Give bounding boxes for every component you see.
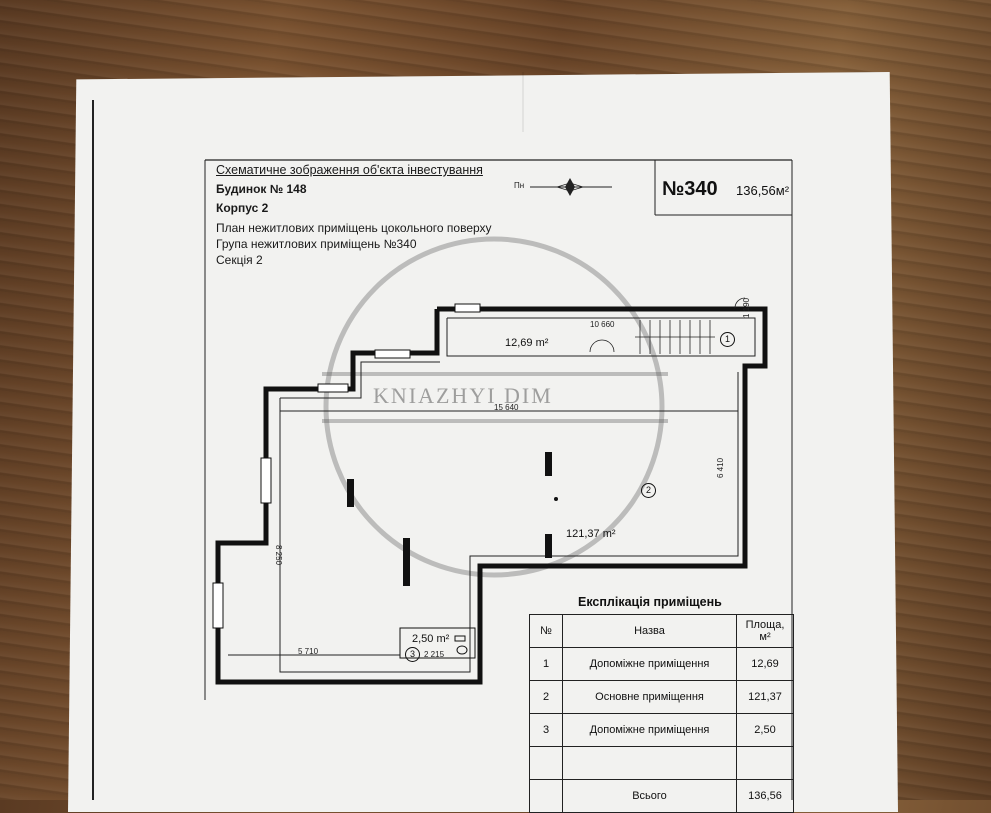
dimension-wc-width: 2 215: [424, 650, 445, 659]
document-title: Схематичне зображення об'єкта інвестуван…: [216, 163, 483, 177]
explication-title: Експлікація приміщень: [578, 595, 722, 609]
row-name: Всього: [562, 779, 737, 813]
dimension-right-height: 6 410: [716, 457, 725, 478]
row-number: 3: [529, 713, 563, 747]
north-arrow-icon: [530, 178, 612, 196]
row-name: [562, 746, 737, 780]
dimension-top-corridor: 10 660: [590, 320, 615, 329]
row-number: [529, 779, 563, 813]
row-number: [529, 746, 563, 780]
row-number: 1: [529, 647, 563, 681]
room-3-marker: 3: [405, 647, 420, 662]
row-area: [736, 746, 794, 780]
row-area: 2,50: [736, 713, 794, 747]
row-name: Допоміжне приміщення: [562, 647, 737, 681]
row-area: 136,56: [736, 779, 794, 813]
dimension-main-width: 15 640: [494, 403, 519, 412]
header-area: Площа, м²: [736, 614, 794, 648]
room-2-area: 121,37 m²: [566, 528, 616, 540]
table-header-row: № Назва Площа, м²: [529, 614, 794, 648]
group-description: Група нежитлових приміщень №340: [216, 237, 417, 251]
dimension-corridor-height: 1 190: [742, 297, 751, 318]
table-row: 2 Основне приміщення 121,37: [529, 680, 794, 714]
room-1-marker: 1: [720, 332, 735, 347]
dimension-left-height: 8 250: [274, 545, 283, 566]
table-row-total: Всього 136,56: [529, 779, 794, 813]
north-label: Пн: [514, 181, 525, 190]
room-3-area: 2,50 m²: [412, 633, 450, 645]
room-1-area: 12,69 m²: [505, 337, 549, 349]
unit-number: №340: [662, 178, 718, 200]
row-name: Основне приміщення: [562, 680, 737, 714]
row-name: Допоміжне приміщення: [562, 713, 737, 747]
table-row: 3 Допоміжне приміщення 2,50: [529, 713, 794, 747]
room-2-marker: 2: [641, 483, 656, 498]
sheet-edge-line: [92, 100, 94, 800]
row-number: 2: [529, 680, 563, 714]
paper-fold: [522, 72, 524, 132]
unit-area: 136,56м²: [736, 183, 790, 198]
header-number: №: [529, 614, 563, 648]
row-area: 121,37: [736, 680, 794, 714]
block-number: Корпус 2: [216, 201, 269, 215]
explication-table: № Назва Площа, м² 1 Допоміжне приміщення…: [529, 614, 794, 813]
table-row-empty: [529, 746, 794, 780]
dimension-bottom-width: 5 710: [298, 647, 319, 656]
header-name: Назва: [562, 614, 737, 648]
row-area: 12,69: [736, 647, 794, 681]
table-row: 1 Допоміжне приміщення 12,69: [529, 647, 794, 681]
watermark-text: KNIAZHYI DIM: [373, 383, 553, 408]
section-label: Секція 2: [216, 253, 263, 267]
building-number: Будинок № 148: [216, 182, 307, 196]
plan-description: План нежитлових приміщень цокольного пов…: [216, 221, 492, 235]
